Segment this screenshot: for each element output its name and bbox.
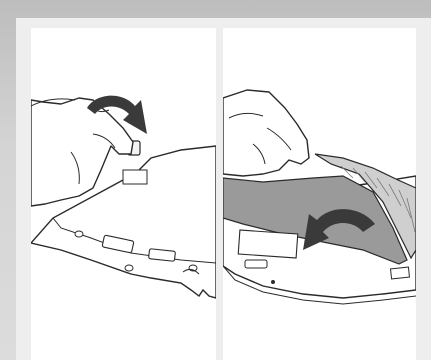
- hand: [223, 90, 309, 176]
- step-1-panel: [31, 28, 216, 360]
- step-1-illustration: [31, 28, 216, 360]
- step-2-panel: [223, 28, 416, 360]
- step-2-illustration: [223, 28, 416, 360]
